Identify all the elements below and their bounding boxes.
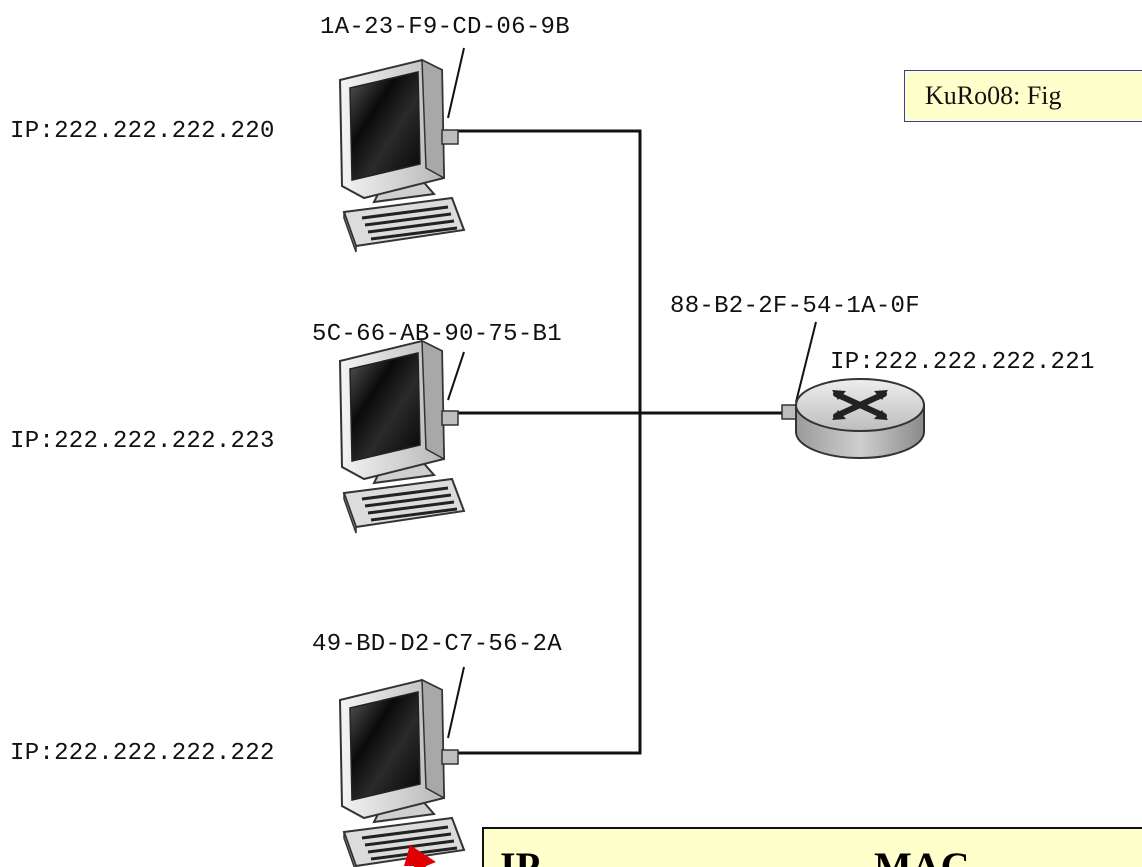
citation-text: KuRo08: Fig bbox=[925, 81, 1062, 110]
citation-box: KuRo08: Fig bbox=[904, 70, 1142, 122]
note-right-text: MAC- bbox=[874, 844, 983, 867]
note-left-text: IP- bbox=[500, 844, 554, 867]
router-mac-label: 88-B2-2F-54-1A-0F bbox=[670, 293, 920, 320]
pointer-arrow-icon bbox=[404, 845, 436, 867]
desktop-computer-icon bbox=[338, 678, 466, 867]
host-1-ip-label: IP:222.222.222.220 bbox=[10, 118, 275, 145]
host-3-ip-label: IP:222.222.222.222 bbox=[10, 740, 275, 767]
router-icon bbox=[781, 378, 925, 459]
note-box: IP- MAC- bbox=[482, 827, 1142, 867]
host-3-mac-label: 49-BD-D2-C7-56-2A bbox=[312, 631, 562, 658]
host-2-mac-label: 5C-66-AB-90-75-B1 bbox=[312, 321, 562, 348]
desktop-computer-icon bbox=[338, 58, 466, 254]
router-ip-label: IP:222.222.222.221 bbox=[830, 349, 1095, 376]
desktop-computer-icon bbox=[338, 339, 466, 535]
mac-leader-lines bbox=[447, 47, 817, 739]
host-2-ip-label: IP:222.222.222.223 bbox=[10, 428, 275, 455]
host-1-mac-label: 1A-23-F9-CD-06-9B bbox=[320, 14, 570, 41]
network-cables bbox=[458, 129, 788, 755]
